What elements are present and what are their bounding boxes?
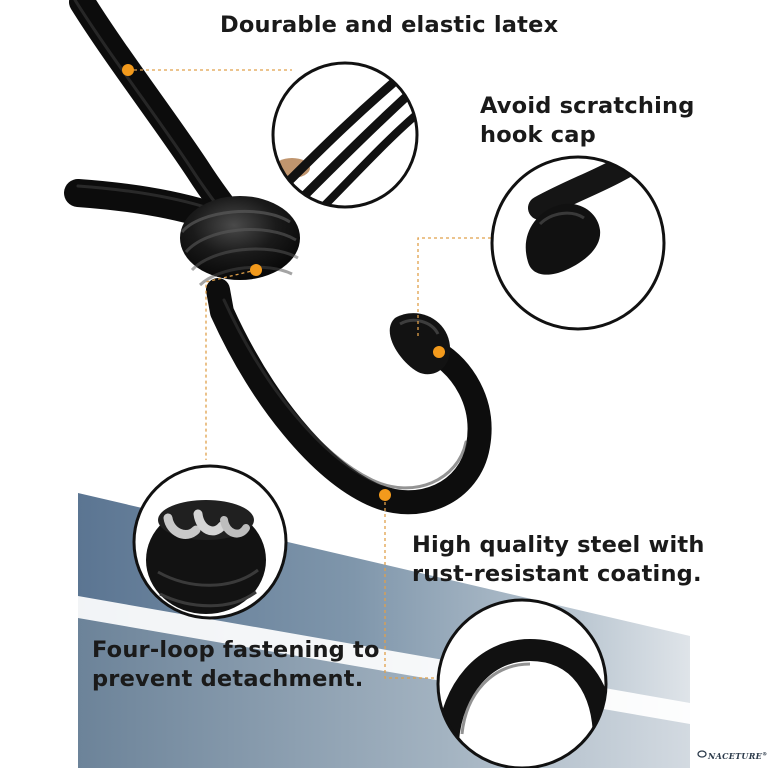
brand-name: NACETURE — [708, 751, 763, 761]
accent-dots — [122, 64, 445, 501]
callout-hook-cap-line1: Avoid scratching — [480, 93, 695, 119]
callout-four-loop-line2: prevent detachment. — [92, 666, 364, 692]
callout-steel: High quality steel with rust-resistant c… — [412, 531, 705, 589]
detail-circle-steel — [436, 598, 608, 768]
brand-logo-icon — [697, 750, 707, 758]
callout-steel-line2: rust-resistant coating. — [412, 561, 702, 587]
leader-lines — [128, 69, 496, 679]
coil-wrap — [180, 196, 300, 287]
brand-registered-mark: ® — [762, 751, 768, 758]
brand-wordmark: NACETURE® — [708, 751, 767, 761]
callout-four-loop: Four-loop fastening to prevent detachmen… — [92, 636, 380, 694]
callout-latex: Dourable and elastic latex — [220, 11, 558, 40]
steel-hook — [206, 278, 492, 515]
callout-steel-line1: High quality steel with — [412, 532, 705, 558]
callout-four-loop-line1: Four-loop fastening to — [92, 637, 380, 663]
callout-hook-cap: Avoid scratching hook cap — [480, 92, 695, 150]
callout-hook-cap-line2: hook cap — [480, 122, 596, 148]
hook-cap — [389, 313, 451, 375]
callout-latex-text: Dourable and elastic latex — [220, 12, 559, 38]
detail-circle-cap — [490, 155, 666, 331]
detail-circle-loops — [132, 464, 288, 620]
detail-circle-latex — [271, 61, 419, 209]
